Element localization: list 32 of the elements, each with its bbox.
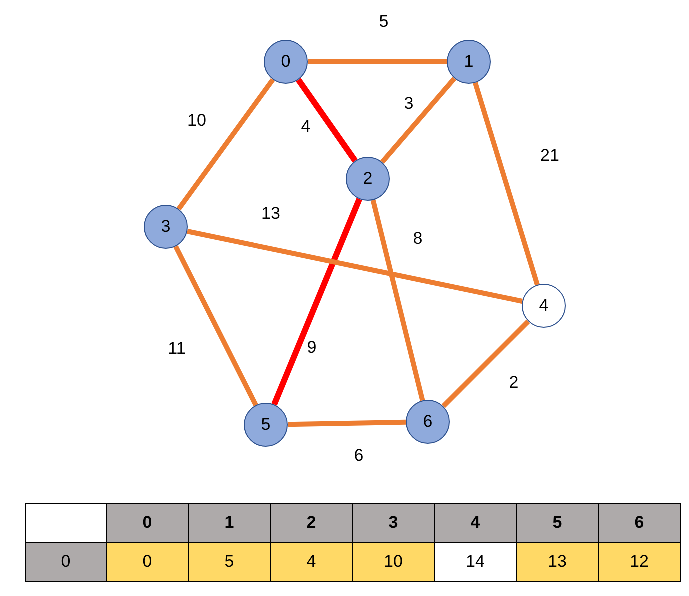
- edge-line: [174, 246, 258, 406]
- edge-line: [370, 200, 426, 402]
- table-cell: 12: [598, 542, 681, 582]
- edge-line: [187, 229, 523, 304]
- graph-node: 2: [346, 157, 390, 201]
- graph-node: 6: [406, 400, 450, 444]
- column-header: 6: [598, 503, 681, 543]
- row-header: 0: [25, 542, 107, 582]
- column-header: 1: [188, 503, 271, 543]
- table-cell: 13: [516, 542, 599, 582]
- edge-line: [473, 82, 540, 286]
- edge-line: [272, 198, 362, 406]
- column-header: 0: [106, 503, 189, 543]
- edge-line: [288, 420, 406, 428]
- edge-line: [380, 77, 457, 164]
- edge-line: [308, 60, 447, 64]
- edge-line: [296, 78, 358, 163]
- graph-node: 1: [447, 40, 491, 84]
- graph-node: 5: [244, 403, 288, 447]
- column-header: 4: [434, 503, 517, 543]
- table-cell: 5: [188, 542, 271, 582]
- table-cell: 0: [106, 542, 189, 582]
- graph-node: 3: [144, 205, 188, 249]
- graph-node: 4: [522, 284, 566, 328]
- column-header: 3: [352, 503, 435, 543]
- column-header: 5: [516, 503, 599, 543]
- edge-line: [176, 78, 276, 211]
- column-header: 2: [270, 503, 353, 543]
- table-cell: 10: [352, 542, 435, 582]
- edge-line: [442, 320, 530, 408]
- table-cell: 4: [270, 542, 353, 582]
- graph-node: 0: [264, 40, 308, 84]
